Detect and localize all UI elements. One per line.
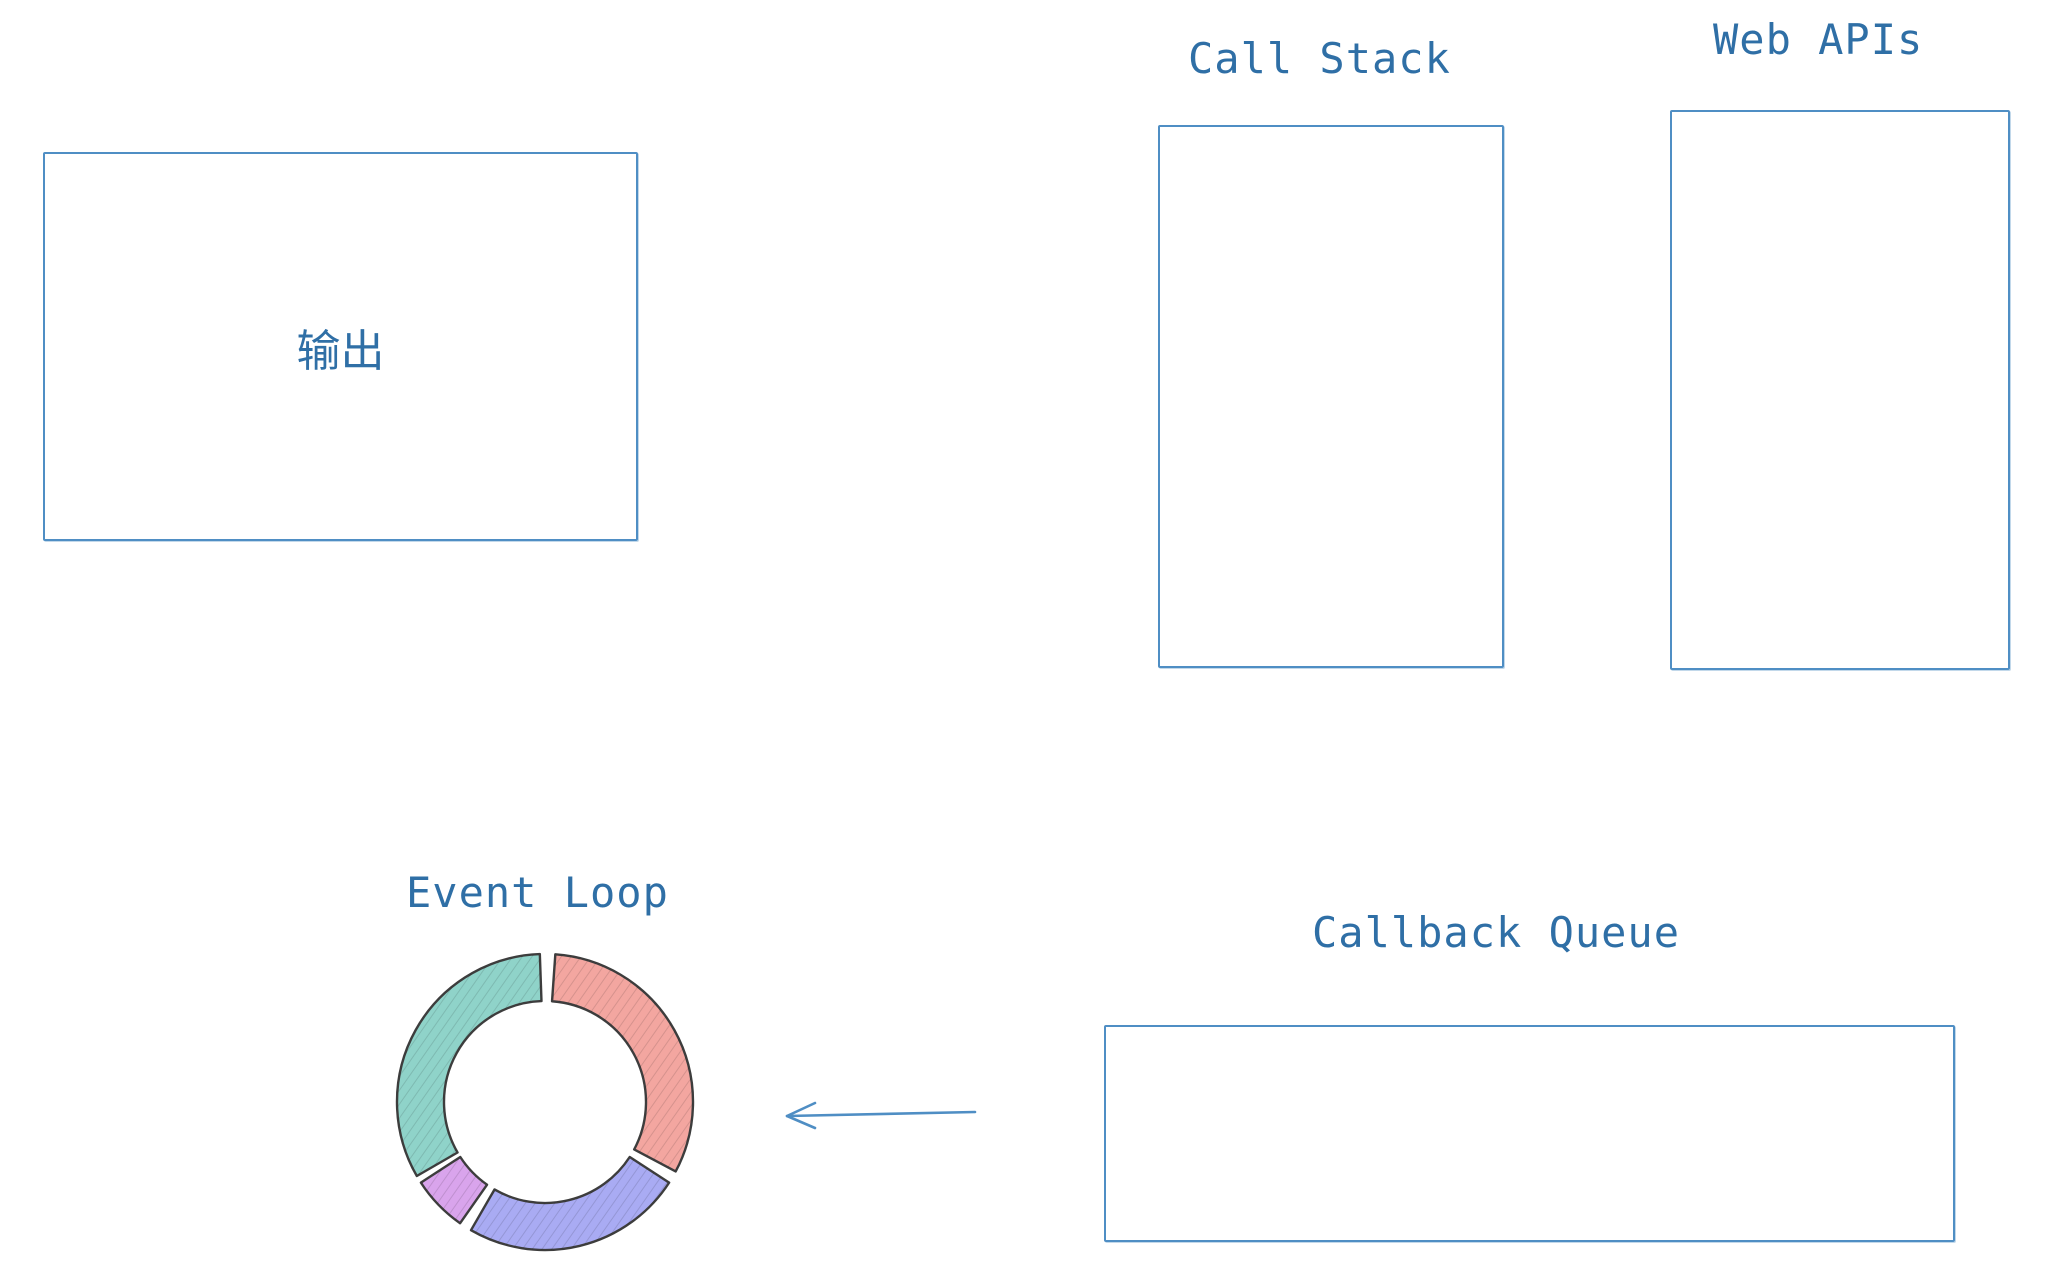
call-stack-box	[1158, 125, 1504, 668]
ring-segment-salmon	[550, 953, 695, 1173]
ring-segment-purple-hatch	[420, 1157, 488, 1224]
arrow-shaft	[785, 1110, 977, 1118]
output-label: 输出	[296, 325, 385, 377]
ring-segment-blue	[469, 1155, 671, 1252]
ring-segment-salmon-hatch	[552, 954, 693, 1172]
output-box: 输出	[43, 152, 638, 541]
arrow-head	[785, 1101, 817, 1130]
web-apis-box	[1670, 110, 2010, 670]
ring-segment-purple	[419, 1155, 489, 1225]
call-stack-title: Call Stack	[1188, 34, 1451, 83]
callback-queue-title: Callback Queue	[1312, 908, 1681, 957]
event-loop-ring	[395, 952, 695, 1252]
callback-queue-box	[1104, 1025, 1955, 1242]
arrow-to-event-loop	[785, 1101, 977, 1130]
ring-segment-blue-hatch	[471, 1157, 670, 1250]
web-apis-title: Web APIs	[1713, 15, 1924, 64]
ring-segment-teal-hatch	[397, 954, 542, 1176]
event-loop-title: Event Loop	[406, 868, 669, 917]
ring-segment-teal	[395, 952, 543, 1178]
